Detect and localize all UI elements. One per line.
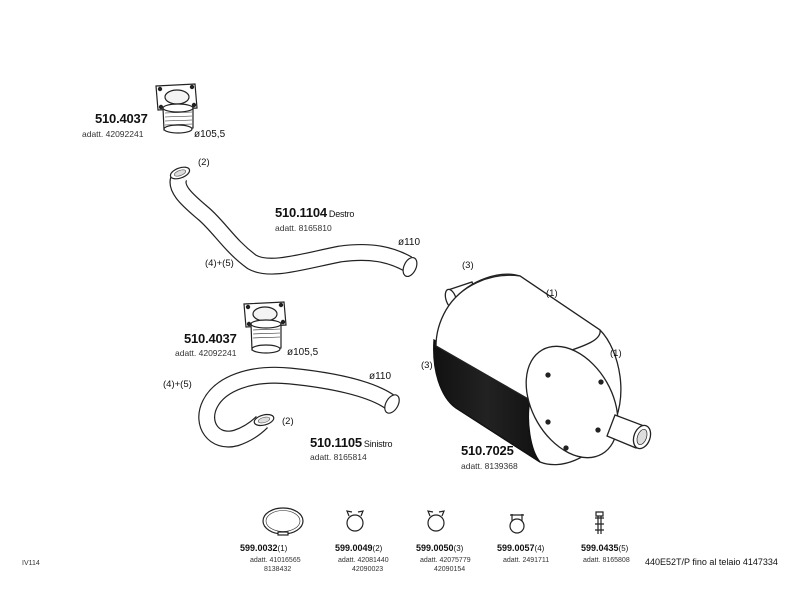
flange-lower-drawing xyxy=(243,301,287,354)
pipe-left-adapt: adatt. 8165814 xyxy=(310,452,367,462)
pipe-left-code: 510.1105 xyxy=(310,435,362,450)
flange-upper-adapt: adatt. 42092241 xyxy=(82,129,144,139)
model-range: 440E52T/P fino al telaio 4147334 xyxy=(645,557,778,567)
muffler-adapt: adatt. 8139368 xyxy=(461,461,518,471)
small-part-3-adapt1: adatt. 42075779 xyxy=(420,557,471,564)
small-part-2-qty: (2) xyxy=(372,544,383,553)
small-part-5-label: 599.0435(5) xyxy=(581,543,628,553)
flange-upper-code: 510.4037 xyxy=(95,111,148,126)
small-part-4-label: 599.0057(4) xyxy=(497,543,544,553)
small-part-3-label: 599.0050(3) xyxy=(416,543,463,553)
small-part-5-code: 599.0435 xyxy=(581,543,619,553)
pipe-right-drawing xyxy=(169,166,418,278)
small-part-3-adapt2: 42090154 xyxy=(434,566,466,573)
clamp-icon-2 xyxy=(346,510,364,532)
pipe-left-drawing xyxy=(198,366,400,448)
small-part-4-adapt1: adatt. 2491711 xyxy=(503,557,550,564)
muffler-note-top: (1) xyxy=(546,288,558,299)
small-part-3-code: 599.0050 xyxy=(416,543,454,553)
muffler-note-right: (1) xyxy=(610,348,622,359)
pipe-right-side: Destro xyxy=(328,209,355,219)
flange-upper-drawing xyxy=(155,83,198,134)
small-part-1-qty: (1) xyxy=(277,544,288,553)
small-part-3-qty: (3) xyxy=(453,544,464,553)
small-part-5-adapt: adatt. 8165808 xyxy=(583,556,630,565)
pipe-right-code: 510.1104 xyxy=(275,205,327,220)
small-part-5-qty: (5) xyxy=(618,544,629,553)
clamp-icon-3 xyxy=(427,510,445,532)
flange-lower-diameter: ø105,5 xyxy=(287,347,319,358)
muffler-code: 510.7025 xyxy=(461,443,514,458)
small-part-1-code: 599.0032 xyxy=(240,543,278,553)
flange-lower-adapt: adatt. 42092241 xyxy=(175,348,237,358)
small-parts-icons xyxy=(262,507,604,536)
bolt-icon xyxy=(595,511,604,534)
pipe-right-note-a: (2) xyxy=(198,157,210,168)
small-part-4-code: 599.0057 xyxy=(497,543,535,553)
small-part-4-adapt: adatt. 2491711 xyxy=(503,556,549,565)
small-part-2-code: 599.0049 xyxy=(335,543,373,553)
small-part-1-adapt: adatt. 41016565 8138432 xyxy=(250,556,301,574)
corner-code: IV114 xyxy=(22,560,40,567)
pipe-right-note-b: (4)+(5) xyxy=(205,258,234,269)
small-part-2-adapt: adatt. 42081440 42090023 xyxy=(338,556,389,574)
pipe-left-side: Sinistro xyxy=(363,439,393,449)
small-part-1-adapt1: adatt. 41016565 xyxy=(250,557,301,564)
small-part-4-qty: (4) xyxy=(534,544,545,553)
pipe-right-diameter: ø110 xyxy=(398,237,421,248)
small-part-1-adapt2: 8138432 xyxy=(264,566,292,573)
flange-upper-diameter: ø105,5 xyxy=(194,129,226,140)
clamp-ring-icon xyxy=(262,507,304,536)
muffler-note-top-left: (3) xyxy=(462,260,474,271)
pipe-right-adapt: adatt. 8165810 xyxy=(275,223,332,233)
u-bolt-icon xyxy=(509,514,525,534)
muffler-drawing xyxy=(433,273,652,466)
small-part-2-adapt1: adatt. 42081440 xyxy=(338,557,389,564)
pipe-left-diameter: ø110 xyxy=(369,371,392,382)
flange-lower-code: 510.4037 xyxy=(184,331,237,346)
small-part-3-adapt: adatt. 42075779 42090154 xyxy=(420,556,471,574)
small-part-2-label: 599.0049(2) xyxy=(335,543,382,553)
small-part-2-adapt2: 42090023 xyxy=(352,566,384,573)
small-part-1-label: 599.0032(1) xyxy=(240,543,287,553)
pipe-left-note-a: (2) xyxy=(282,416,294,427)
pipe-left-note-b: (4)+(5) xyxy=(163,379,192,390)
small-part-5-adapt1: adatt. 8165808 xyxy=(583,557,630,564)
muffler-note-left: (3) xyxy=(421,360,433,371)
